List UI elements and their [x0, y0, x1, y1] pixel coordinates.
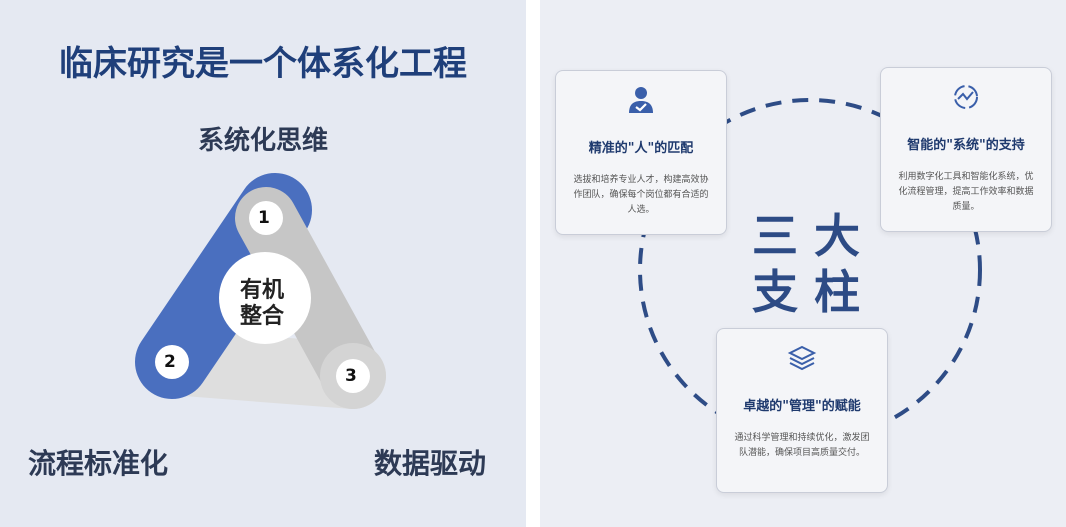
node-1	[249, 201, 283, 235]
node-2-label: 2	[164, 352, 176, 372]
card-desc: 通过科学管理和持续优化，激发团队潜能，确保项目高质量交付。	[734, 433, 870, 458]
center-line-2: 整合	[240, 304, 285, 329]
label-data-driven: 数据驱动	[374, 447, 487, 480]
card-people: 精准的"人"的匹配 选拔和培养专业人才，构建高效协作团队，确保每个岗位都有合适的…	[555, 70, 727, 235]
right-panel: 三 大 支 柱 精准的"人"的匹配 选拔和培养专业人才，构建高效协作团队，确保每…	[540, 0, 1066, 527]
person-check-icon	[629, 87, 653, 113]
layers-icon	[787, 345, 817, 371]
dashed-circle	[638, 98, 982, 442]
center-line-1: 有机	[240, 278, 285, 303]
integration-triangle	[135, 173, 386, 409]
system-chart-icon	[954, 85, 978, 109]
card-desc: 选拔和培养专业人才，构建高效协作团队，确保每个岗位都有合适的人选。	[573, 175, 709, 215]
card-title: 卓越的"管理"的赋能	[743, 399, 861, 414]
card-title: 精准的"人"的匹配	[588, 141, 694, 156]
node-2	[155, 345, 189, 379]
node-1-label: 1	[258, 208, 270, 228]
card-system: 智能的"系统"的支持 利用数字化工具和智能化系统，优化流程管理，提高工作效率和数…	[880, 67, 1052, 232]
center-line-2: 支 柱	[752, 265, 861, 319]
center-circle	[219, 252, 311, 344]
left-panel: 临床研究是一个体系化工程 系统化思维 1 2 3 有机 整合 流程标准化 数据驱…	[0, 0, 526, 527]
card-title: 智能的"系统"的支持	[907, 138, 1025, 153]
card-desc: 利用数字化工具和智能化系统，优化流程管理，提高工作效率和数据质量。	[898, 172, 1034, 212]
label-process-standardization: 流程标准化	[28, 447, 169, 480]
node-3-label: 3	[345, 366, 357, 386]
label-systematic-thinking: 系统化思维	[197, 126, 328, 156]
node-3	[336, 359, 370, 393]
center-line-1: 三 大	[752, 209, 861, 263]
left-title: 临床研究是一个体系化工程	[59, 44, 467, 84]
card-management: 卓越的"管理"的赋能 通过科学管理和持续优化，激发团队潜能，确保项目高质量交付。	[716, 328, 888, 493]
